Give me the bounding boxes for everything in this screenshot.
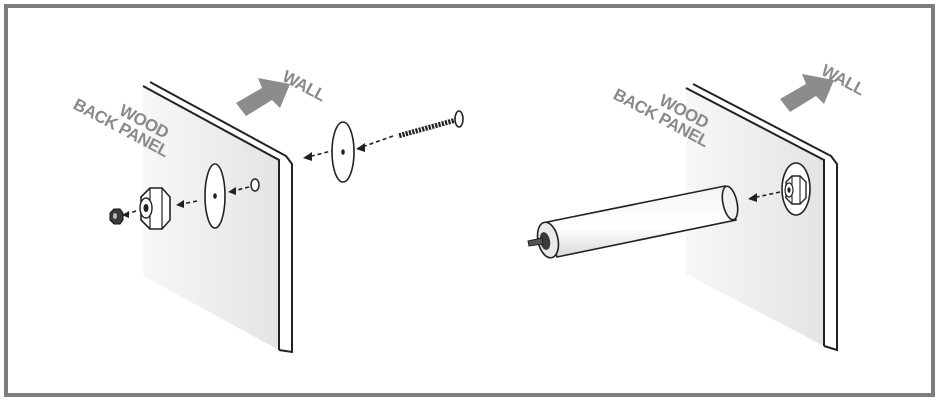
left-small-nut (109, 208, 124, 225)
left-wall-arrow (236, 78, 290, 116)
right-hex-nut (784, 175, 807, 205)
left-floating-washer (331, 121, 355, 183)
left-dashed-arrows (122, 135, 394, 218)
right-rod (527, 185, 739, 259)
left-wall-label: WALL (279, 67, 329, 105)
right-back-panel (685, 83, 838, 352)
left-assembly: WALL WOOD BACK PANEL (70, 67, 464, 354)
left-hex-nut (139, 187, 171, 230)
left-screw (397, 110, 464, 139)
right-dashed-arrow (748, 191, 781, 202)
left-panel-hole (250, 178, 260, 192)
right-wall-arrow (780, 74, 834, 112)
left-washer-on-panel (204, 163, 226, 229)
right-assembly: WALL WOOD BACK PANEL (527, 61, 868, 352)
